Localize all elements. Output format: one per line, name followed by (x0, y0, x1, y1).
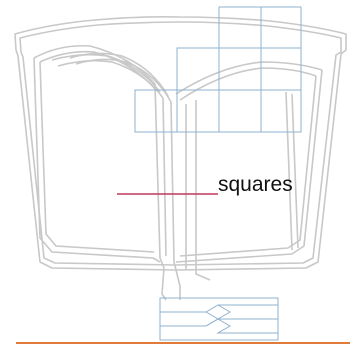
squares-label: squares (218, 173, 293, 196)
squares-grid-bottom (160, 298, 278, 340)
book-outline-icon (15, 17, 346, 300)
squares-grid-top (135, 7, 301, 132)
